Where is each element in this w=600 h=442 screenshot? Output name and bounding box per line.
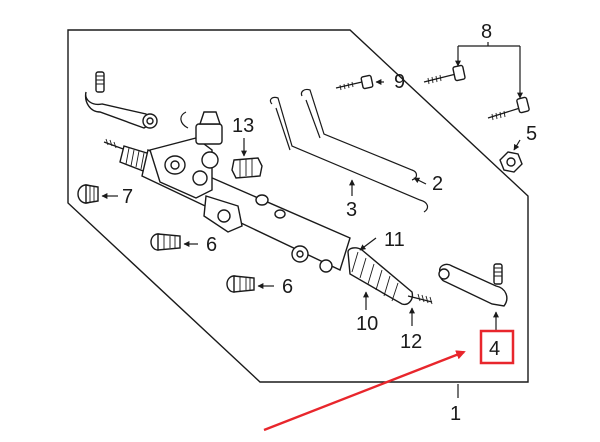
bolt-8-lower: [487, 96, 530, 121]
callout-13: 13: [232, 115, 254, 137]
highlight-box-callout-4: [479, 329, 515, 365]
outer-tie-rod-end-left: [84, 71, 158, 129]
red-pointer-arrow: [263, 350, 466, 432]
outer-tie-rod-end-right: [438, 263, 508, 307]
bushing-6-lower: [226, 275, 255, 293]
callout-3: 3: [346, 199, 357, 221]
callout-6-lower: 6: [282, 276, 293, 298]
callout-12: 12: [400, 331, 422, 353]
steering-gear-housing: [103, 111, 433, 306]
pressure-lines: [269, 88, 429, 213]
assembly-boundary: [67, 29, 529, 383]
callout-5: 5: [526, 123, 537, 145]
bolt-9: [335, 74, 374, 91]
callout-6-upper: 6: [206, 234, 217, 256]
callout-2: 2: [432, 173, 443, 195]
bolt-8-upper: [423, 64, 466, 85]
callout-9: 9: [394, 71, 405, 93]
bushing-6-upper: [150, 233, 181, 251]
callout-4: 4: [489, 338, 500, 360]
bushing-7: [77, 184, 99, 204]
callout-10: 10: [356, 313, 378, 335]
callout-11: 11: [384, 229, 405, 251]
callout-7: 7: [122, 186, 133, 208]
leader-lines: [101, 42, 523, 398]
callout-8: 8: [481, 21, 492, 43]
callout-1: 1: [450, 403, 461, 425]
nut-5: [499, 151, 523, 173]
insulator-13: [231, 157, 263, 179]
